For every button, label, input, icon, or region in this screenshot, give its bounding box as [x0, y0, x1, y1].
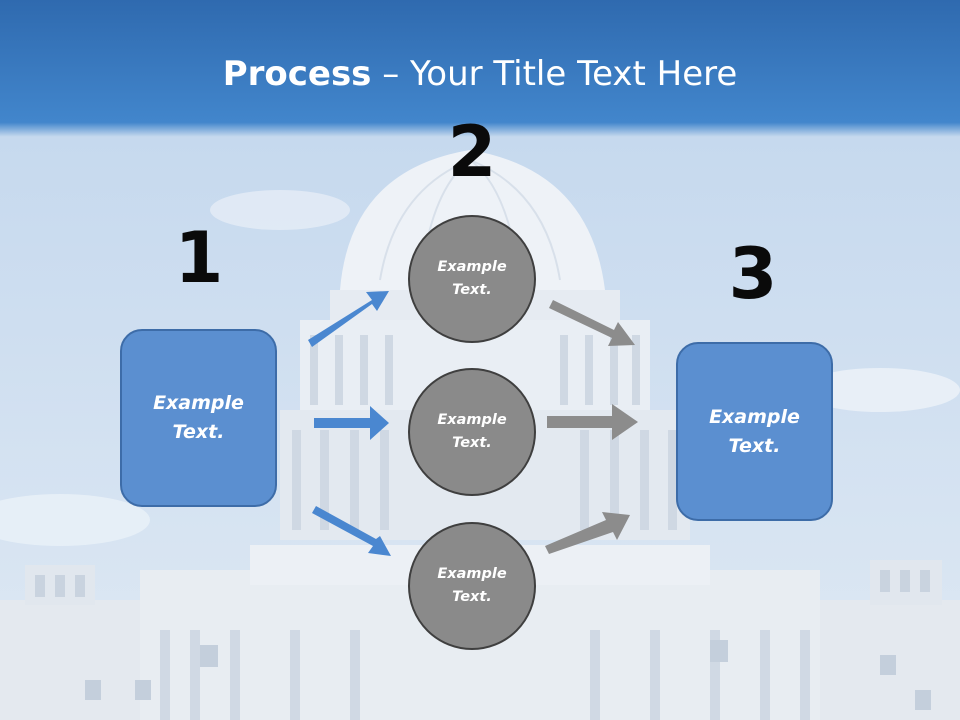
- arrow-bottom-to-right: [545, 512, 630, 554]
- circle-middle: Example Text.: [408, 368, 536, 496]
- left-box-text: Example Text.: [153, 392, 244, 443]
- circle-top: Example Text.: [408, 215, 536, 343]
- step-3-number: 3: [728, 233, 778, 315]
- slide-title: Process – Your Title Text Here: [0, 52, 960, 96]
- title-bold: Process: [222, 54, 372, 94]
- arrow-left-to-bottom: [312, 506, 391, 556]
- circle-middle-text: Example Text.: [437, 412, 507, 451]
- arrow-top-to-right: [549, 300, 635, 346]
- title-rest: – Your Title Text Here: [371, 54, 738, 94]
- arrow-middle-to-right: [547, 404, 638, 440]
- right-box-text: Example Text.: [709, 405, 800, 457]
- circle-bottom: Example Text.: [408, 522, 536, 650]
- left-process-box: Example Text.: [120, 329, 277, 507]
- right-process-box: Example Text.: [676, 342, 833, 521]
- circle-bottom-text: Example Text.: [437, 566, 507, 605]
- step-2-number: 2: [447, 111, 497, 193]
- step-1-number: 1: [174, 217, 224, 299]
- arrow-left-to-middle: [314, 406, 389, 440]
- arrow-left-to-top: [308, 291, 389, 347]
- circle-top-text: Example Text.: [437, 259, 507, 298]
